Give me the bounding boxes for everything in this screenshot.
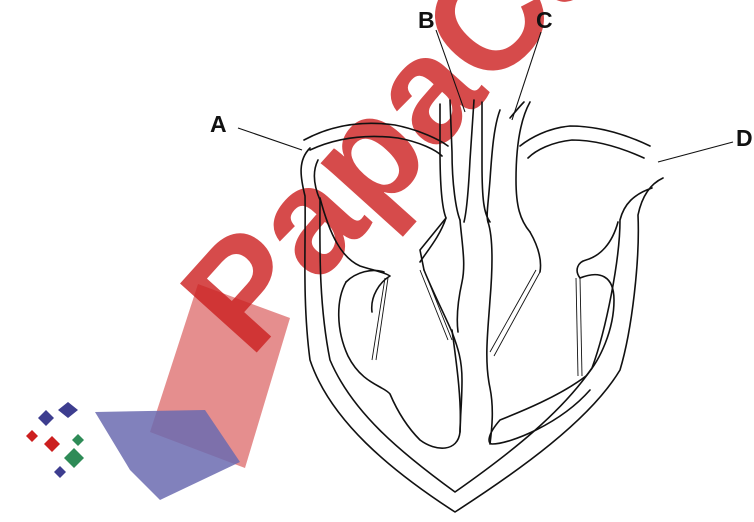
leader-d [658,142,733,162]
tendon-right-2 [376,278,388,360]
right-ventricle-chamber [339,282,461,448]
tendon-right-4 [424,270,452,340]
pulmonary-vein-wall-outer [520,126,650,146]
label-c: C [536,7,553,33]
septum-right-edge [487,222,492,444]
watermark-dot-2 [58,402,78,418]
tendon-left-4 [580,278,582,376]
septum-top-left [457,220,463,332]
watermark: PapaCam [26,0,731,500]
label-b: B [418,7,435,33]
watermark-dot-5 [64,448,84,468]
tendon-left-2 [490,270,536,352]
artery-c-right-wall [516,102,530,232]
watermark-dot-4 [44,436,60,452]
left-atrium-wall [577,222,618,278]
label-d: D [736,125,753,151]
tendon-left-3 [576,278,578,376]
left-atrium-septum [530,232,541,272]
septum [424,220,492,444]
label-a: A [210,111,227,137]
watermark-dot-1 [38,410,54,426]
left-chambers [489,222,618,444]
pulmonary-vein [520,126,650,158]
pulmonary-vein-wall-inner [528,140,644,158]
tendon-left-1 [494,272,540,356]
tendon-right-1 [372,278,385,360]
watermark-dot-3 [26,430,38,442]
tendon-right-3 [420,270,448,340]
watermark-dot-6 [72,434,84,446]
valve-tendons [372,270,582,376]
watermark-dot-7 [54,466,66,478]
right-atrium-septum [420,218,446,262]
